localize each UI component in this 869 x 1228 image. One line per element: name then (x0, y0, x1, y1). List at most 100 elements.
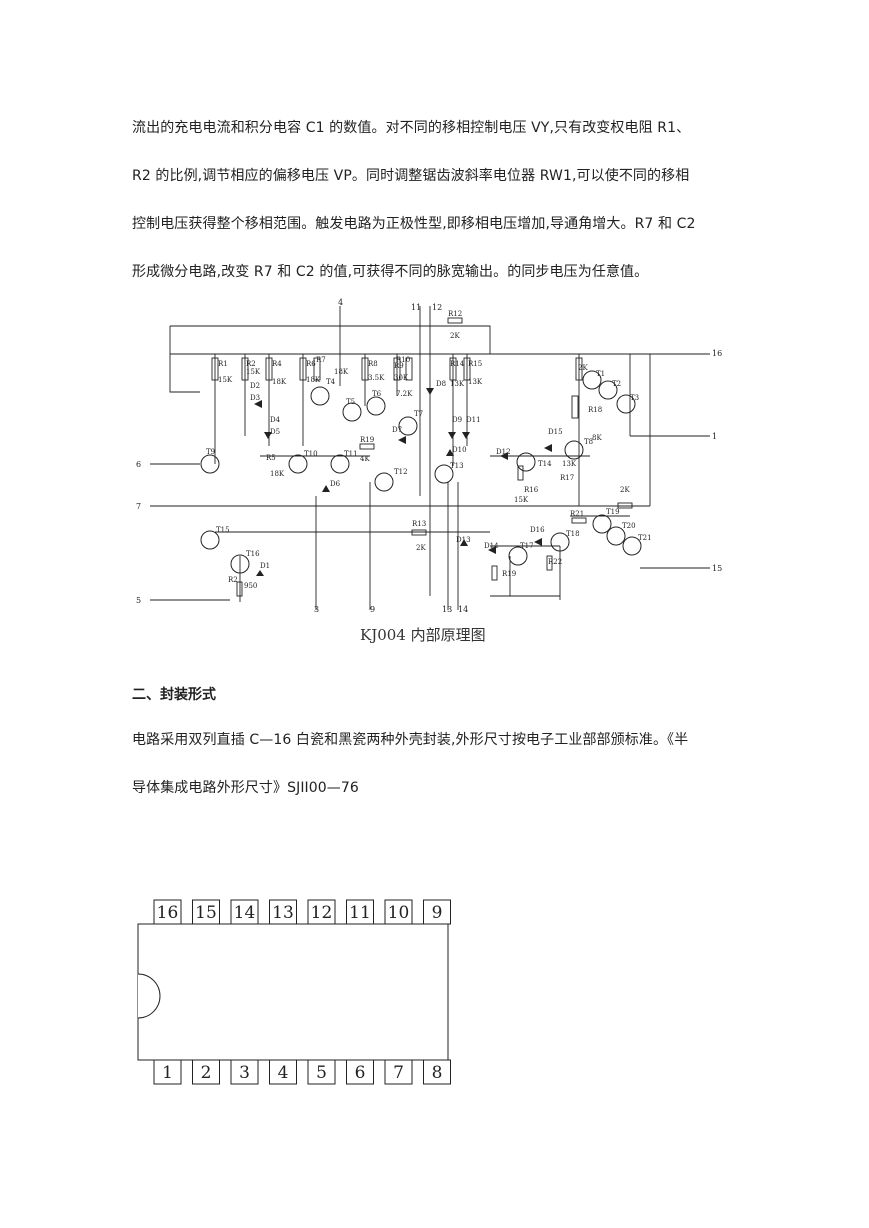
svg-text:R19: R19 (360, 436, 374, 444)
svg-text:18K: 18K (270, 470, 285, 478)
package-body (137, 923, 449, 1061)
svg-text:T13: T13 (450, 462, 464, 470)
svg-text:R17: R17 (560, 474, 574, 482)
bottom-pin-4 (269, 1059, 297, 1085)
svg-text:13K: 13K (468, 378, 483, 386)
svg-text:T15: T15 (216, 526, 230, 534)
top-pin-15 (192, 899, 220, 925)
svg-text:2K: 2K (416, 544, 426, 552)
terminal-6: 6 (136, 460, 141, 469)
svg-text:R16: R16 (524, 486, 539, 494)
svg-text:950: 950 (244, 582, 257, 590)
intro-line-4: 形成微分电路,改变 R7 和 C2 的值,可获得不同的脉宽输出。的同步电压为任意… (132, 264, 649, 280)
section-heading: 二、封装形式 (132, 687, 216, 703)
svg-text:R2: R2 (228, 576, 238, 584)
svg-text:D11: D11 (466, 416, 481, 424)
bottom-pin-label-2: 2 (201, 1063, 212, 1083)
svg-text:T9: T9 (206, 448, 215, 456)
schematic-caption: KJ004 内部原理图 (360, 626, 486, 644)
svg-text:T16: T16 (246, 550, 260, 558)
svg-text:T20: T20 (622, 522, 636, 530)
svg-text:R2: R2 (246, 360, 256, 368)
svg-text:D15: D15 (548, 428, 563, 436)
bottom-pin-label-3: 3 (239, 1063, 250, 1083)
terminal-15: 15 (712, 564, 722, 573)
svg-text:D7: D7 (392, 426, 402, 434)
terminal-7: 7 (136, 502, 141, 511)
top-pin-10 (384, 899, 413, 925)
svg-text:T11: T11 (344, 450, 358, 458)
bottom-pin-label-1: 1 (162, 1063, 173, 1083)
terminal-1: 1 (712, 432, 717, 441)
svg-text:T10: T10 (304, 450, 318, 458)
terminal-3: 3 (314, 605, 319, 614)
svg-text:D3: D3 (250, 394, 260, 402)
svg-text:18K: 18K (272, 378, 287, 386)
svg-text:T18: T18 (566, 530, 580, 538)
svg-text:R10: R10 (396, 356, 410, 364)
svg-text:T7: T7 (414, 410, 423, 418)
svg-text:R12: R12 (448, 310, 462, 318)
bottom-pin-2 (192, 1059, 220, 1085)
bottom-pin-label-6: 6 (355, 1063, 366, 1083)
svg-text:2K: 2K (620, 486, 630, 494)
svg-text:R14: R14 (450, 360, 465, 368)
svg-text:T5: T5 (346, 398, 355, 406)
svg-text:D6: D6 (330, 480, 341, 488)
top-pin-9 (423, 899, 451, 925)
terminal-12: 12 (432, 303, 442, 312)
svg-text:R13: R13 (412, 520, 426, 528)
bottom-pin-label-5: 5 (316, 1063, 327, 1083)
top-pin-label-10: 10 (388, 903, 410, 923)
terminal-14: 14 (458, 605, 468, 614)
svg-text:D16: D16 (530, 526, 545, 534)
svg-text:13K: 13K (450, 380, 465, 388)
top-pin-16 (153, 899, 182, 925)
svg-text:D13: D13 (456, 536, 471, 544)
svg-text:R22: R22 (548, 558, 562, 566)
svg-text:R19: R19 (502, 570, 516, 578)
svg-text:15K: 15K (514, 496, 529, 504)
bottom-pin-label-8: 8 (432, 1063, 443, 1083)
svg-text:D9: D9 (452, 416, 462, 424)
svg-text:D14: D14 (484, 542, 499, 550)
top-pin-label-9: 9 (432, 903, 443, 923)
terminal-4: 4 (338, 298, 343, 307)
svg-text:T4: T4 (326, 378, 336, 386)
svg-text:13K: 13K (562, 460, 577, 468)
svg-text:T2: T2 (612, 380, 621, 388)
svg-text:R18: R18 (588, 406, 602, 414)
intro-line-3: 控制电压获得整个移相范围。触发电路为正极性型,即移相电压增加,导通角增大。R7 … (132, 216, 696, 232)
svg-text:7.2K: 7.2K (396, 390, 413, 398)
intro-line-2: R2 的比例,调节相应的偏移电压 VP。同时调整锯齿波斜率电位器 RW1,可以使… (132, 168, 690, 184)
bottom-pin-1 (153, 1059, 182, 1085)
svg-text:18K: 18K (334, 368, 349, 376)
svg-text:R15: R15 (468, 360, 482, 368)
svg-text:R8: R8 (368, 360, 378, 368)
bottom-pin-8 (423, 1059, 451, 1085)
bottom-pin-6 (346, 1059, 374, 1085)
top-pin-label-11: 11 (349, 903, 371, 923)
svg-text:R6: R6 (306, 360, 316, 368)
svg-text:D10: D10 (452, 446, 467, 454)
svg-text:D1: D1 (260, 562, 270, 570)
svg-text:D2: D2 (250, 382, 260, 390)
svg-text:2K: 2K (450, 332, 460, 340)
svg-text:8K: 8K (592, 434, 602, 442)
top-pin-14 (230, 899, 259, 925)
intro-paragraph: 流出的充电电流和积分电容 C1 的数值。对不同的移相控制电压 VY,只有改变权电… (132, 104, 742, 296)
svg-text:T8: T8 (584, 438, 593, 446)
svg-text:4K: 4K (360, 455, 370, 463)
intro-line-1: 流出的充电电流和积分电容 C1 的数值。对不同的移相控制电压 VY,只有改变权电… (132, 120, 691, 136)
svg-text:T19: T19 (606, 508, 620, 516)
package-paragraph: 电路采用双列直插 C—16 白瓷和黑瓷两种外壳封装,外形尺寸按电子工业部部颁标准… (132, 716, 742, 812)
bottom-pin-label-7: 7 (393, 1063, 404, 1083)
terminal-11: 11 (411, 303, 421, 312)
terminal-16: 16 (712, 349, 722, 358)
bottom-pin-label-4: 4 (278, 1063, 289, 1083)
svg-text:R7: R7 (316, 356, 326, 364)
svg-text:18K: 18K (306, 376, 321, 384)
svg-text:T14: T14 (538, 460, 552, 468)
svg-text:R9: R9 (394, 362, 404, 370)
